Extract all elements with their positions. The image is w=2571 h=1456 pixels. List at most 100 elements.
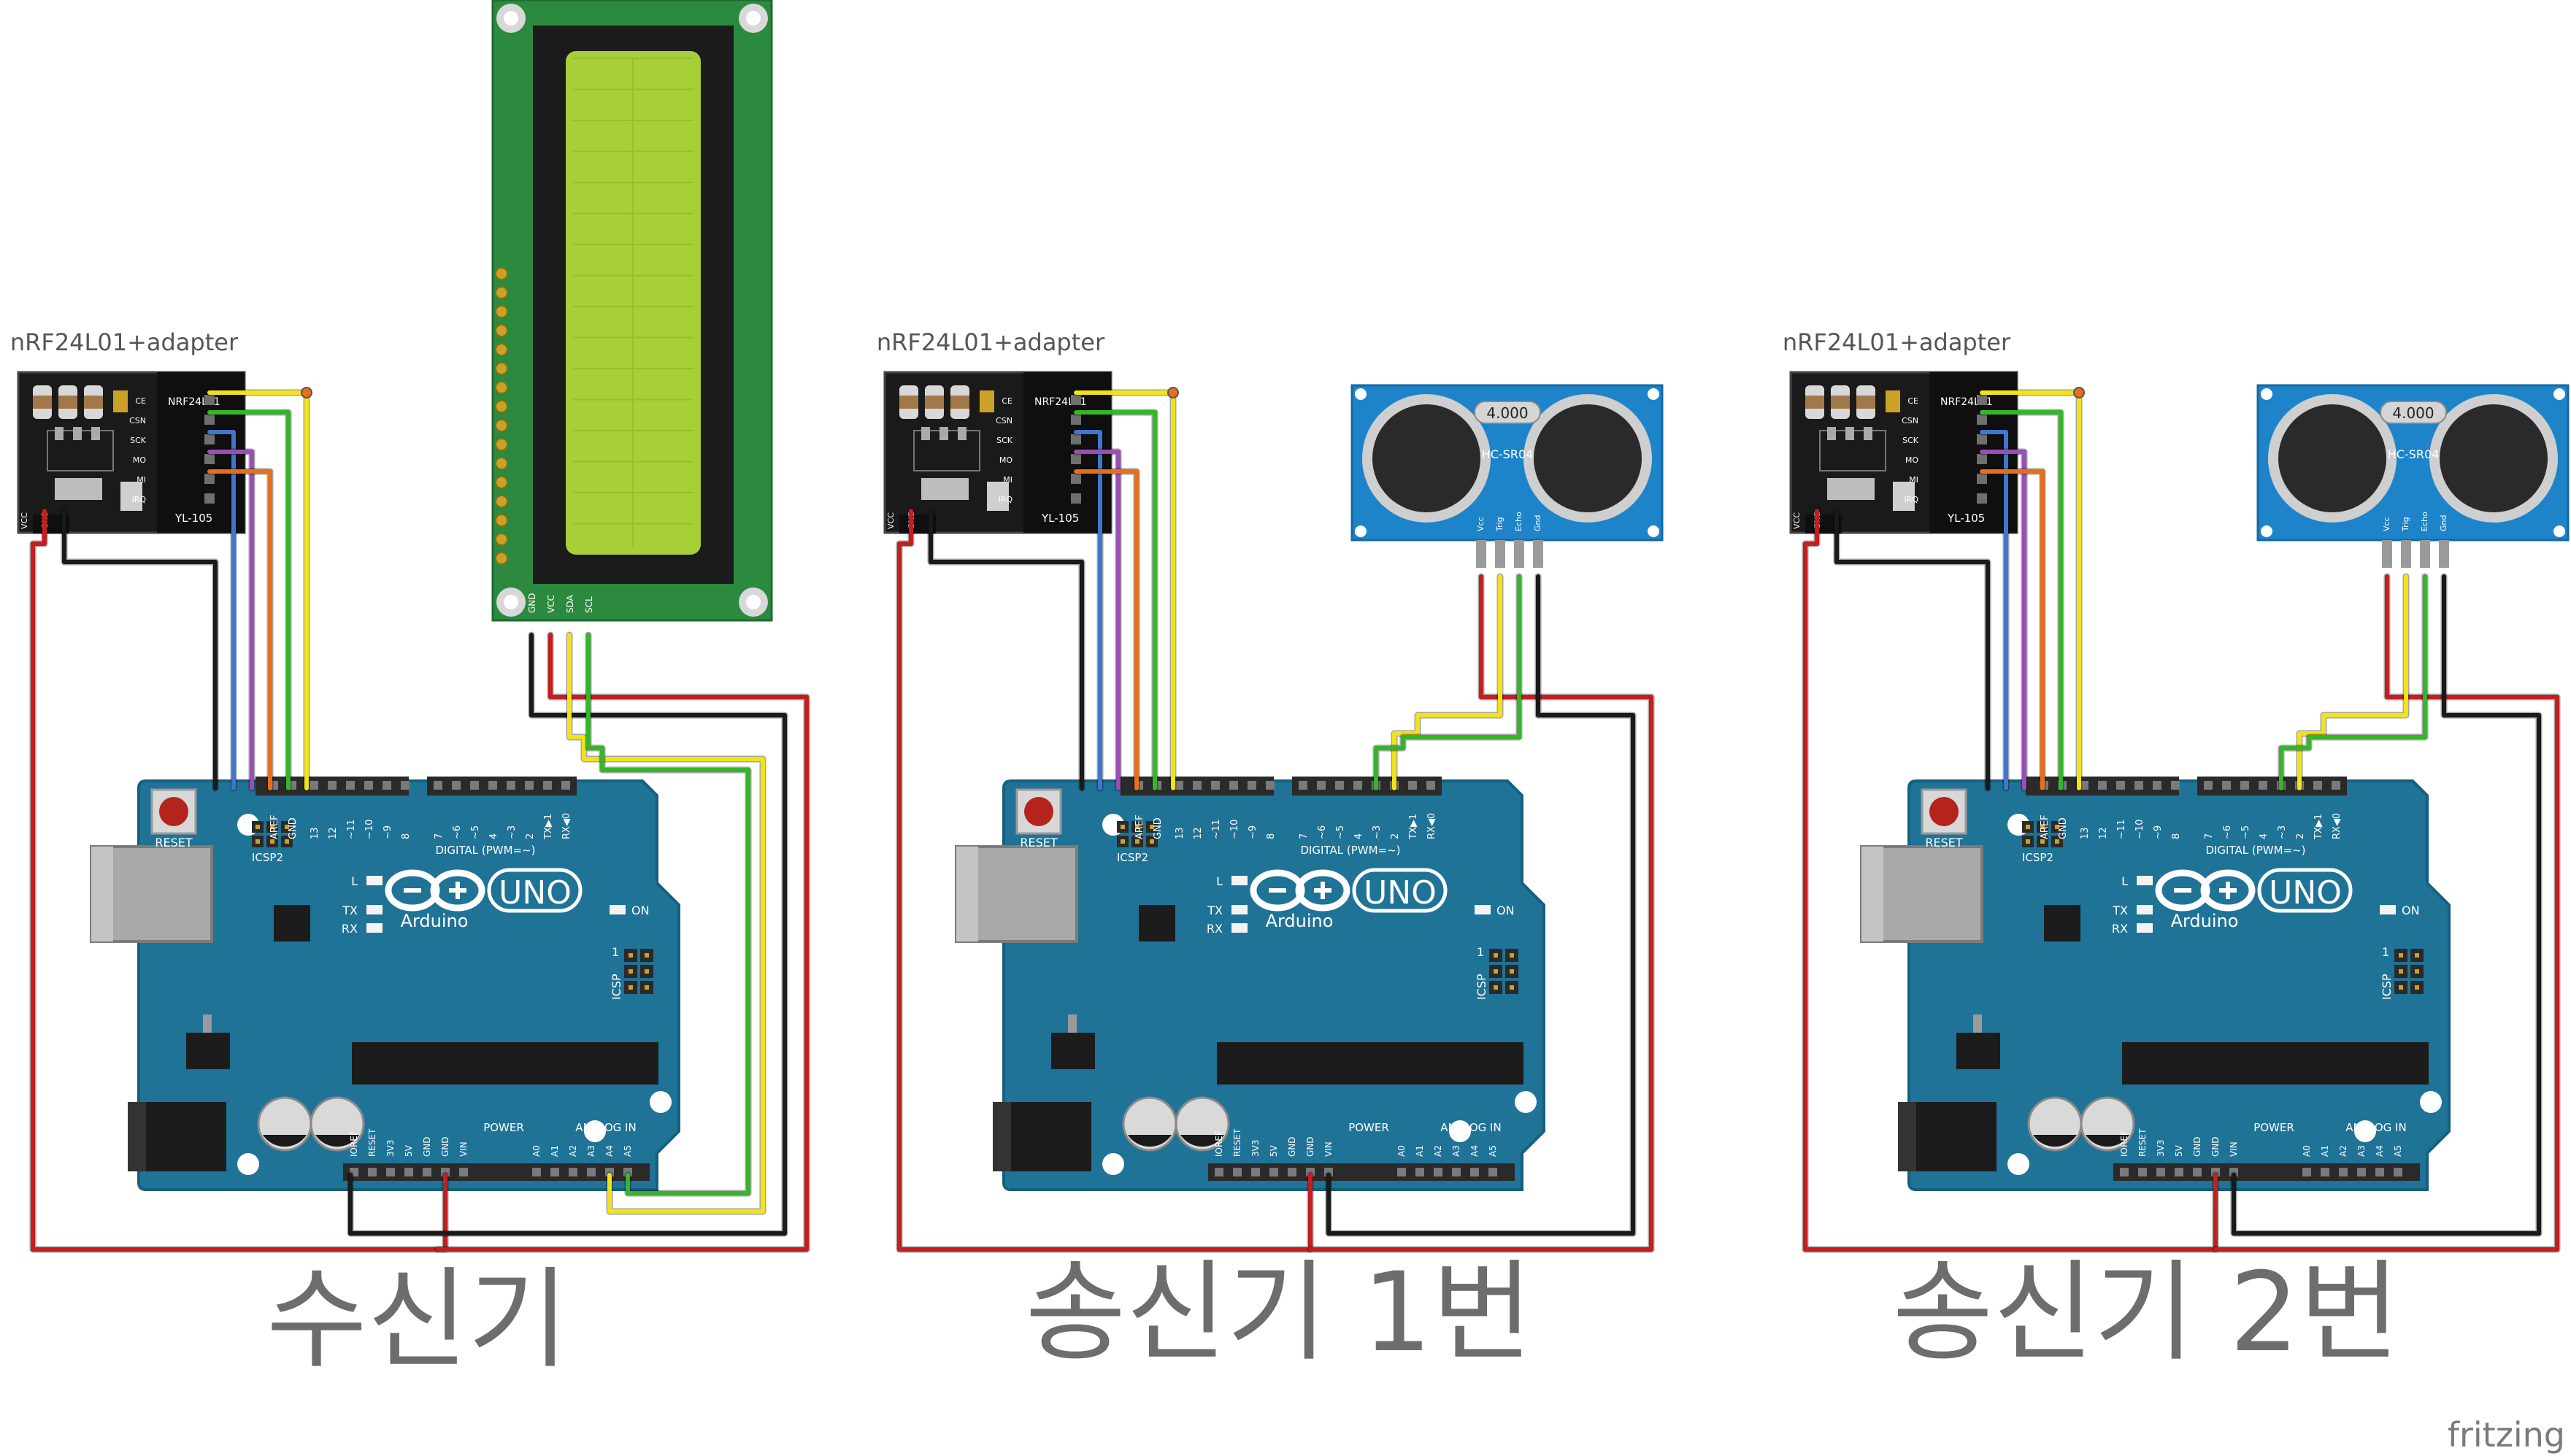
digital-pin-socket (364, 781, 373, 790)
board-outline (137, 779, 680, 1191)
usb-connector-face (956, 847, 978, 941)
digital-pin-socket (2332, 781, 2340, 790)
capacitor-band (263, 1135, 307, 1147)
led-rx (1231, 923, 1248, 933)
uno-badge (2257, 868, 2353, 913)
nrf-pin-socket (1071, 493, 1081, 504)
wire-lcd-gnd (348, 633, 787, 1236)
digital-pin-socket (2171, 781, 2180, 790)
mounting-hole (2354, 1120, 2376, 1142)
digital-pin-socket (401, 781, 410, 790)
wire-miso-receiver (207, 469, 272, 790)
led-on-label: ON (2402, 904, 2420, 917)
power-pin-label: IOREF (2119, 1130, 2129, 1157)
nrf-smd-body (1805, 396, 1824, 409)
uno-badge (1352, 868, 1448, 913)
lcd-side-pin (495, 400, 508, 413)
power-pin-socket (459, 1168, 468, 1176)
sensor-mount-hole (2553, 388, 2565, 400)
nrf-regulator-leg (958, 427, 966, 440)
led-tx-label: TX (1207, 904, 1223, 917)
mounting-hole (1515, 1091, 1537, 1113)
led-l (2137, 876, 2153, 885)
analog-pin-socket (2394, 1168, 2402, 1176)
wire-nrf-vcc-transmitter-1 (897, 509, 1313, 1252)
icsp2-pin-gold (285, 825, 289, 829)
sensor-transducer-right (1534, 404, 1642, 512)
nrf-model-label: YL-105 (174, 512, 212, 525)
digital-pin-label: ~9 (383, 825, 393, 839)
digital-pin-label: 12 (328, 827, 339, 839)
nrf-regulator-leg (73, 427, 82, 440)
nrf-led (980, 390, 994, 412)
power-label: POWER (483, 1121, 524, 1134)
nrf-pin-label: CSN (996, 416, 1012, 425)
lcd-side-pin (495, 514, 508, 527)
lcd-side-pin (495, 381, 508, 394)
led-l-label: L (1216, 874, 1223, 888)
nrf-regulator-leg (1827, 427, 1836, 440)
wire-sensor-echo-transmitter-2 (2279, 574, 2427, 790)
icsp2-pin-gold (1150, 825, 1154, 829)
wire-sensor-gnd-transmitter-2 (2232, 574, 2541, 1236)
nrf-module-label: nRF24L01+adapter (877, 328, 1105, 356)
icsp-pin-gold (1494, 969, 1498, 974)
analog-label: ANALOG IN (575, 1121, 636, 1134)
sensor-mount-hole (2261, 388, 2272, 400)
digital-pin-socket (2153, 781, 2161, 790)
logo-plus-v (456, 882, 460, 899)
digital-pin-socket (488, 781, 497, 790)
usb-connector-face (1861, 847, 1883, 941)
nrf-led (1886, 390, 1900, 412)
logo-ring-right (430, 869, 485, 912)
logo-ring-right (1295, 869, 1350, 912)
wire-nrf-gnd-receiver (62, 509, 218, 790)
icsp2-pin-gold (2055, 825, 2059, 829)
digital-pin-label: ~5 (2240, 825, 2251, 839)
nrf-regulator-leg (1864, 427, 1872, 440)
digital-pin-label: 12 (1193, 827, 1204, 839)
power-pin-label: GND (440, 1136, 450, 1157)
nrf-pin-socket (1977, 454, 1987, 464)
nrf-pin-label: CE (1907, 396, 1918, 406)
nrf-pin-socket (204, 395, 215, 405)
lcd-side-pin (495, 438, 508, 451)
digital-pin-label: ~9 (2153, 825, 2164, 839)
analog-pin-label: A3 (2356, 1145, 2367, 1157)
nrf-pin-label: MO (999, 455, 1012, 465)
sensor-transducer-right (2440, 404, 2548, 512)
nrf-pin-socket (1977, 395, 1987, 405)
nrf-regulator-leg (91, 427, 100, 440)
digital-pin-label: ~5 (470, 825, 481, 839)
capacitor-band (1128, 1135, 1172, 1147)
reset-label: RESET (1925, 836, 1962, 850)
digital-pin-label: ~3 (507, 825, 518, 839)
regulator-tab (1973, 1014, 1982, 1033)
digital-pin-label: 2 (1390, 833, 1401, 839)
digital-pin-label: ~9 (1248, 825, 1258, 839)
digital-pin-label: TX▶1 (1408, 814, 1419, 840)
icsp-pin-gold (629, 953, 633, 958)
wire-lcd-scl (586, 633, 750, 1195)
voltage-regulator (186, 1033, 230, 1069)
nrf-regulator-leg (55, 427, 64, 440)
regulator-tab (1068, 1014, 1077, 1033)
power-pin-label: GND (1287, 1136, 1297, 1157)
digital-pin-label: 4 (2259, 833, 2270, 839)
digital-pin-label: 2 (2295, 833, 2306, 839)
icsp2-label: ICSP2 (2022, 851, 2053, 864)
digital-pin-label: 4 (1353, 833, 1364, 839)
reset-button (1024, 797, 1053, 826)
caption-receiver: 수신기 (266, 1257, 569, 1384)
wire-sensor-vcc-transmitter-2 (2213, 574, 2559, 1252)
power-pin-label: 5V (2174, 1144, 2184, 1157)
analog-label: ANALOG IN (1440, 1121, 1501, 1134)
digital-pin-socket (383, 781, 391, 790)
sensor-mount-hole (1648, 388, 1659, 400)
icsp-label: ICSP (2380, 974, 2394, 1000)
power-pin-socket (2193, 1168, 2202, 1176)
analog-pin-socket (2302, 1168, 2311, 1176)
reset-label: RESET (1020, 836, 1057, 850)
